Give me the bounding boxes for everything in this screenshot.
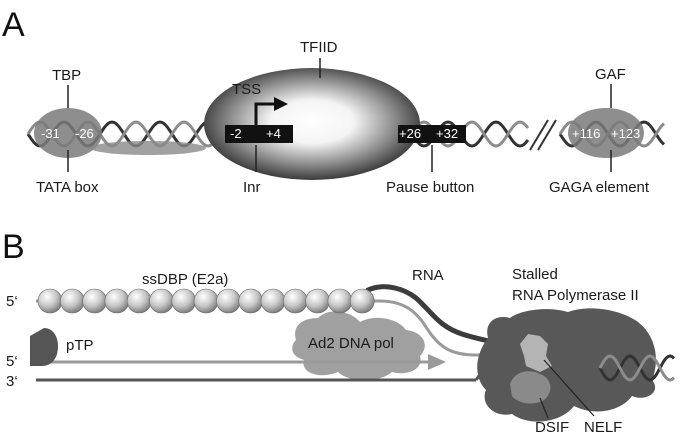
nelf-label: NELF [584, 419, 622, 436]
dna-pol-label: Ad2 DNA pol [308, 335, 394, 352]
ssdbp-bead [349, 288, 375, 314]
downstream-dna-helix [598, 354, 675, 382]
ssdbp-bead [216, 288, 241, 314]
ssdbp-bead [282, 288, 308, 314]
tbp-protein [34, 108, 102, 158]
nelf-leader [543, 359, 595, 417]
helix-b-strand-1 [598, 354, 675, 382]
pos-plus-116: +116 [572, 126, 600, 141]
tata-box-label: TATA box [36, 179, 99, 196]
pos-minus-26: -26 [75, 126, 94, 141]
ssdbp-bead [82, 288, 107, 314]
tata-box-shadow [90, 141, 206, 155]
pos-plus-123: +123 [611, 126, 640, 141]
pos-minus-31: -31 [41, 126, 60, 141]
tss-arrow [254, 102, 276, 126]
ssdbp-bead [60, 288, 85, 314]
ssdbp-bead [126, 288, 152, 314]
break-mark-1 [529, 119, 549, 151]
stalled-label: Stalled [512, 266, 558, 283]
dsif-leader [539, 397, 549, 419]
gaga-element-label: GAGA element [549, 179, 650, 196]
ptp-protein [30, 328, 58, 366]
pos-plus-4: +4 [266, 126, 281, 141]
tfiid-label: TFIID [300, 39, 338, 56]
inr-box [225, 125, 293, 143]
five-prime-top-label: 5‘ [6, 293, 18, 310]
rna-label: RNA [412, 267, 444, 284]
nelf-complex [520, 334, 552, 372]
ssdbp-label: ssDBP (E2a) [142, 271, 228, 288]
tfiid-complex [204, 68, 420, 180]
five-prime-mid-label: 5‘ [6, 353, 18, 370]
gaf-label: GAF [595, 66, 626, 83]
tss-label: TSS [232, 81, 261, 98]
three-prime-label: 3‘ [6, 373, 18, 390]
inr-label: Inr [243, 179, 261, 196]
ssdbp-bead [327, 288, 353, 314]
break-mark-2 [537, 119, 557, 151]
rnap-label: RNA Polymerase II [512, 287, 639, 304]
dsif-label: DSIF [535, 419, 569, 436]
top-strand [36, 299, 506, 357]
panel-b-letter: B [2, 228, 25, 266]
ssdbp-bead [305, 288, 330, 314]
gaf-protein [568, 108, 644, 158]
helix-b-strand-2 [598, 354, 675, 382]
ssdbp-bead [193, 288, 219, 314]
ssdbp-bead [149, 288, 174, 314]
ssdbp-bead [104, 288, 130, 314]
rna-polymerase-ii [477, 308, 656, 422]
tbp-label: TBP [52, 67, 81, 84]
ssdbp-bead [260, 288, 286, 314]
pos-plus-26: +26 [399, 126, 421, 141]
middle-strand-arrow [428, 354, 446, 370]
pause-button-label: Pause button [386, 179, 474, 196]
pos-minus-2: -2 [230, 126, 242, 141]
ssdbp-bead [171, 288, 197, 314]
panel-a-letter: A [2, 6, 25, 44]
tss-arrow-head [274, 97, 288, 111]
ssdbp-bead-chain [37, 288, 375, 314]
ssdbp-bead [37, 288, 63, 314]
pause-button-box [398, 125, 466, 143]
ptp-label: pTP [66, 337, 94, 354]
ssdbp-bead [238, 288, 263, 314]
dsif-complex [510, 371, 551, 404]
pos-plus-32: +32 [436, 126, 458, 141]
